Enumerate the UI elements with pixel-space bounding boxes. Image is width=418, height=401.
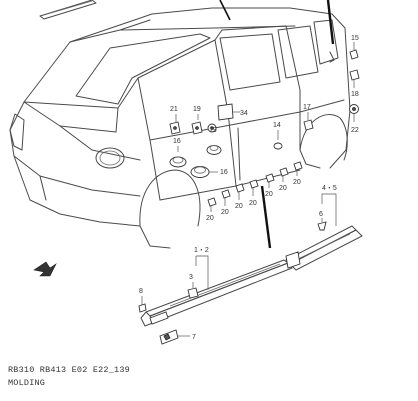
callout-19b: 19: [209, 127, 217, 134]
callout-34: 34: [240, 110, 248, 117]
emblem-7: [159, 329, 190, 345]
callout-16b: 16: [220, 169, 228, 176]
callout-20b: 20: [221, 209, 229, 216]
bracket-1-2: [195, 255, 209, 290]
clip-15: [349, 42, 359, 60]
callout-20e: 20: [265, 191, 273, 198]
footer-codes: RB310 RB413 E02 E22_139: [8, 365, 130, 375]
clip-18: [349, 69, 360, 88]
clip-17: [303, 112, 314, 131]
callout-20d: 20: [249, 200, 257, 207]
clips-20-row: [207, 161, 303, 212]
callout-20a: 20: [206, 215, 214, 222]
clip-8: [138, 296, 147, 313]
pointer-line-right: [326, 0, 335, 45]
callout-18: 18: [351, 91, 359, 98]
vehicle-body-outline: [9, 7, 351, 249]
callout-16a: 16: [173, 138, 181, 145]
grommet-16b: [190, 145, 222, 178]
callout-8: 8: [139, 288, 143, 295]
callout-17: 17: [303, 104, 311, 111]
clip-6: [317, 218, 327, 231]
plug-14: [273, 130, 283, 150]
grommet-16a: [169, 146, 187, 168]
bracket-4-5: [321, 193, 337, 226]
callout-3: 3: [189, 274, 193, 281]
callout-22: 22: [351, 127, 359, 134]
trim-piece-34: [217, 103, 240, 121]
callout-21: 21: [170, 106, 178, 113]
callout-19a: 19: [193, 106, 201, 113]
clip-3: [187, 282, 199, 299]
pointer-line-top: [219, 0, 231, 21]
callout-7: 7: [192, 334, 196, 341]
callout-20g: 20: [293, 179, 301, 186]
side-molding-assembly: [140, 225, 363, 327]
clip-19b: [207, 123, 217, 133]
callout-15: 15: [351, 35, 359, 42]
callout-14: 14: [273, 122, 281, 129]
callout-20c: 20: [235, 203, 243, 210]
callout-20f: 20: [279, 185, 287, 192]
callout-1-2: 1・2: [194, 247, 209, 254]
front-direction-arrow-icon: [33, 261, 57, 277]
pointer-line-center: [260, 185, 272, 249]
footer-title: MOLDING: [8, 378, 46, 388]
callout-4-5: 4・5: [322, 185, 337, 192]
roof-molding-strip: [39, 0, 97, 20]
clip-19a: [191, 114, 203, 135]
clip-21: [169, 114, 181, 135]
clip-22: [349, 104, 359, 122]
callout-6: 6: [319, 211, 323, 218]
